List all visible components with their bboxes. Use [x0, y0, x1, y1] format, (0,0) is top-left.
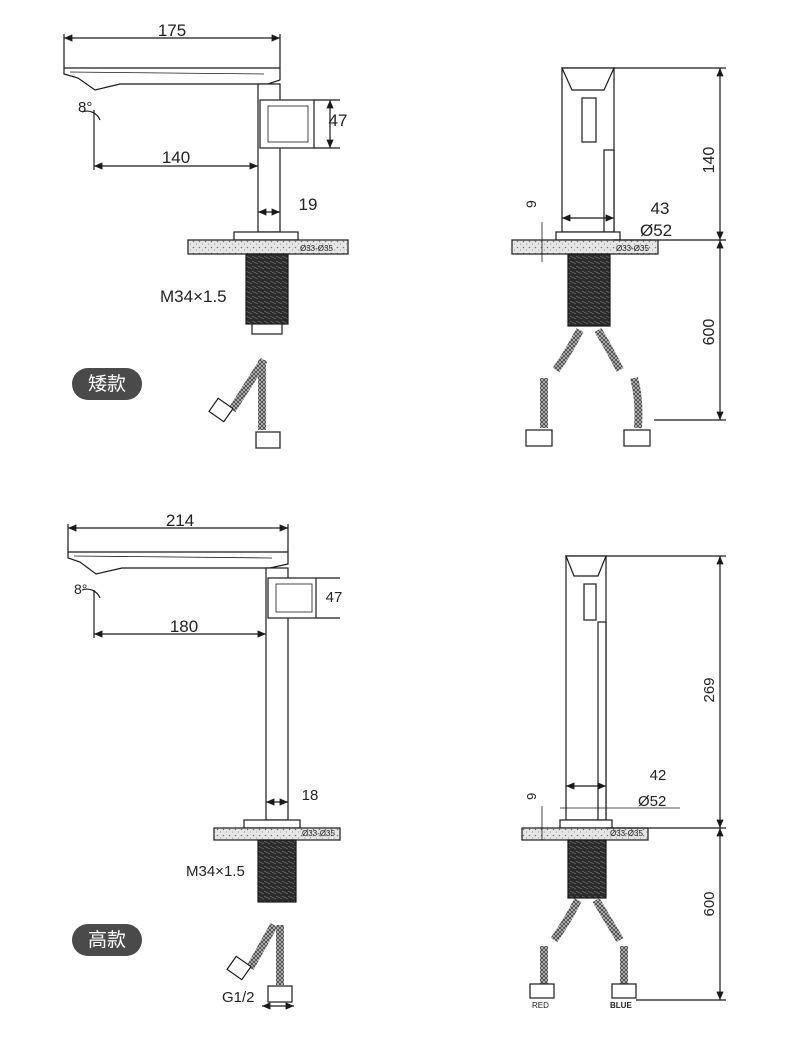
- tall-side-base: 9: [524, 793, 539, 800]
- short-angle: 8°: [78, 99, 92, 116]
- short-body-width: 19: [299, 195, 318, 214]
- short-model-badge: 矮款: [72, 368, 143, 400]
- short-overall-width: 175: [158, 21, 186, 40]
- short-front-view: [63, 34, 349, 449]
- short-front-hole: Ø33-Ø35: [300, 244, 333, 253]
- short-handle-height: 47: [329, 111, 348, 130]
- tall-reach: 180: [170, 617, 198, 636]
- tall-front-hole: Ø33-Ø35: [302, 829, 335, 838]
- short-side-diameter: Ø52: [640, 221, 672, 240]
- short-reach: 140: [162, 148, 190, 167]
- short-side-height: 140: [701, 147, 718, 174]
- tall-front-view: [67, 524, 341, 1010]
- short-side-base: 9: [523, 200, 539, 208]
- short-side-hole: Ø33-Ø35: [616, 244, 649, 253]
- tall-model-badge: 高款: [72, 924, 143, 956]
- tall-thread: M34×1.5: [186, 863, 245, 880]
- tall-side-depth: 42: [650, 767, 667, 784]
- tall-hose-red: RED: [532, 1001, 549, 1010]
- tall-handle-height: 47: [326, 589, 343, 606]
- short-side-view: [511, 67, 726, 447]
- tall-overall-width: 214: [166, 511, 194, 530]
- tall-side-hole: Ø33-Ø35: [610, 829, 643, 838]
- tall-side-view: [521, 555, 726, 1001]
- tall-connector: G1/2: [222, 989, 255, 1006]
- short-thread: M34×1.5: [160, 287, 227, 306]
- short-side-depth: 43: [651, 199, 670, 218]
- short-hose-length: 600: [701, 319, 718, 346]
- tall-angle: 8°: [74, 581, 87, 597]
- tall-hose-length: 600: [701, 891, 718, 916]
- tall-side-height: 269: [701, 677, 718, 702]
- tall-side-diameter: Ø52: [638, 793, 666, 810]
- tall-hose-blue: BLUE: [610, 1001, 632, 1010]
- tall-body-width: 18: [302, 787, 319, 804]
